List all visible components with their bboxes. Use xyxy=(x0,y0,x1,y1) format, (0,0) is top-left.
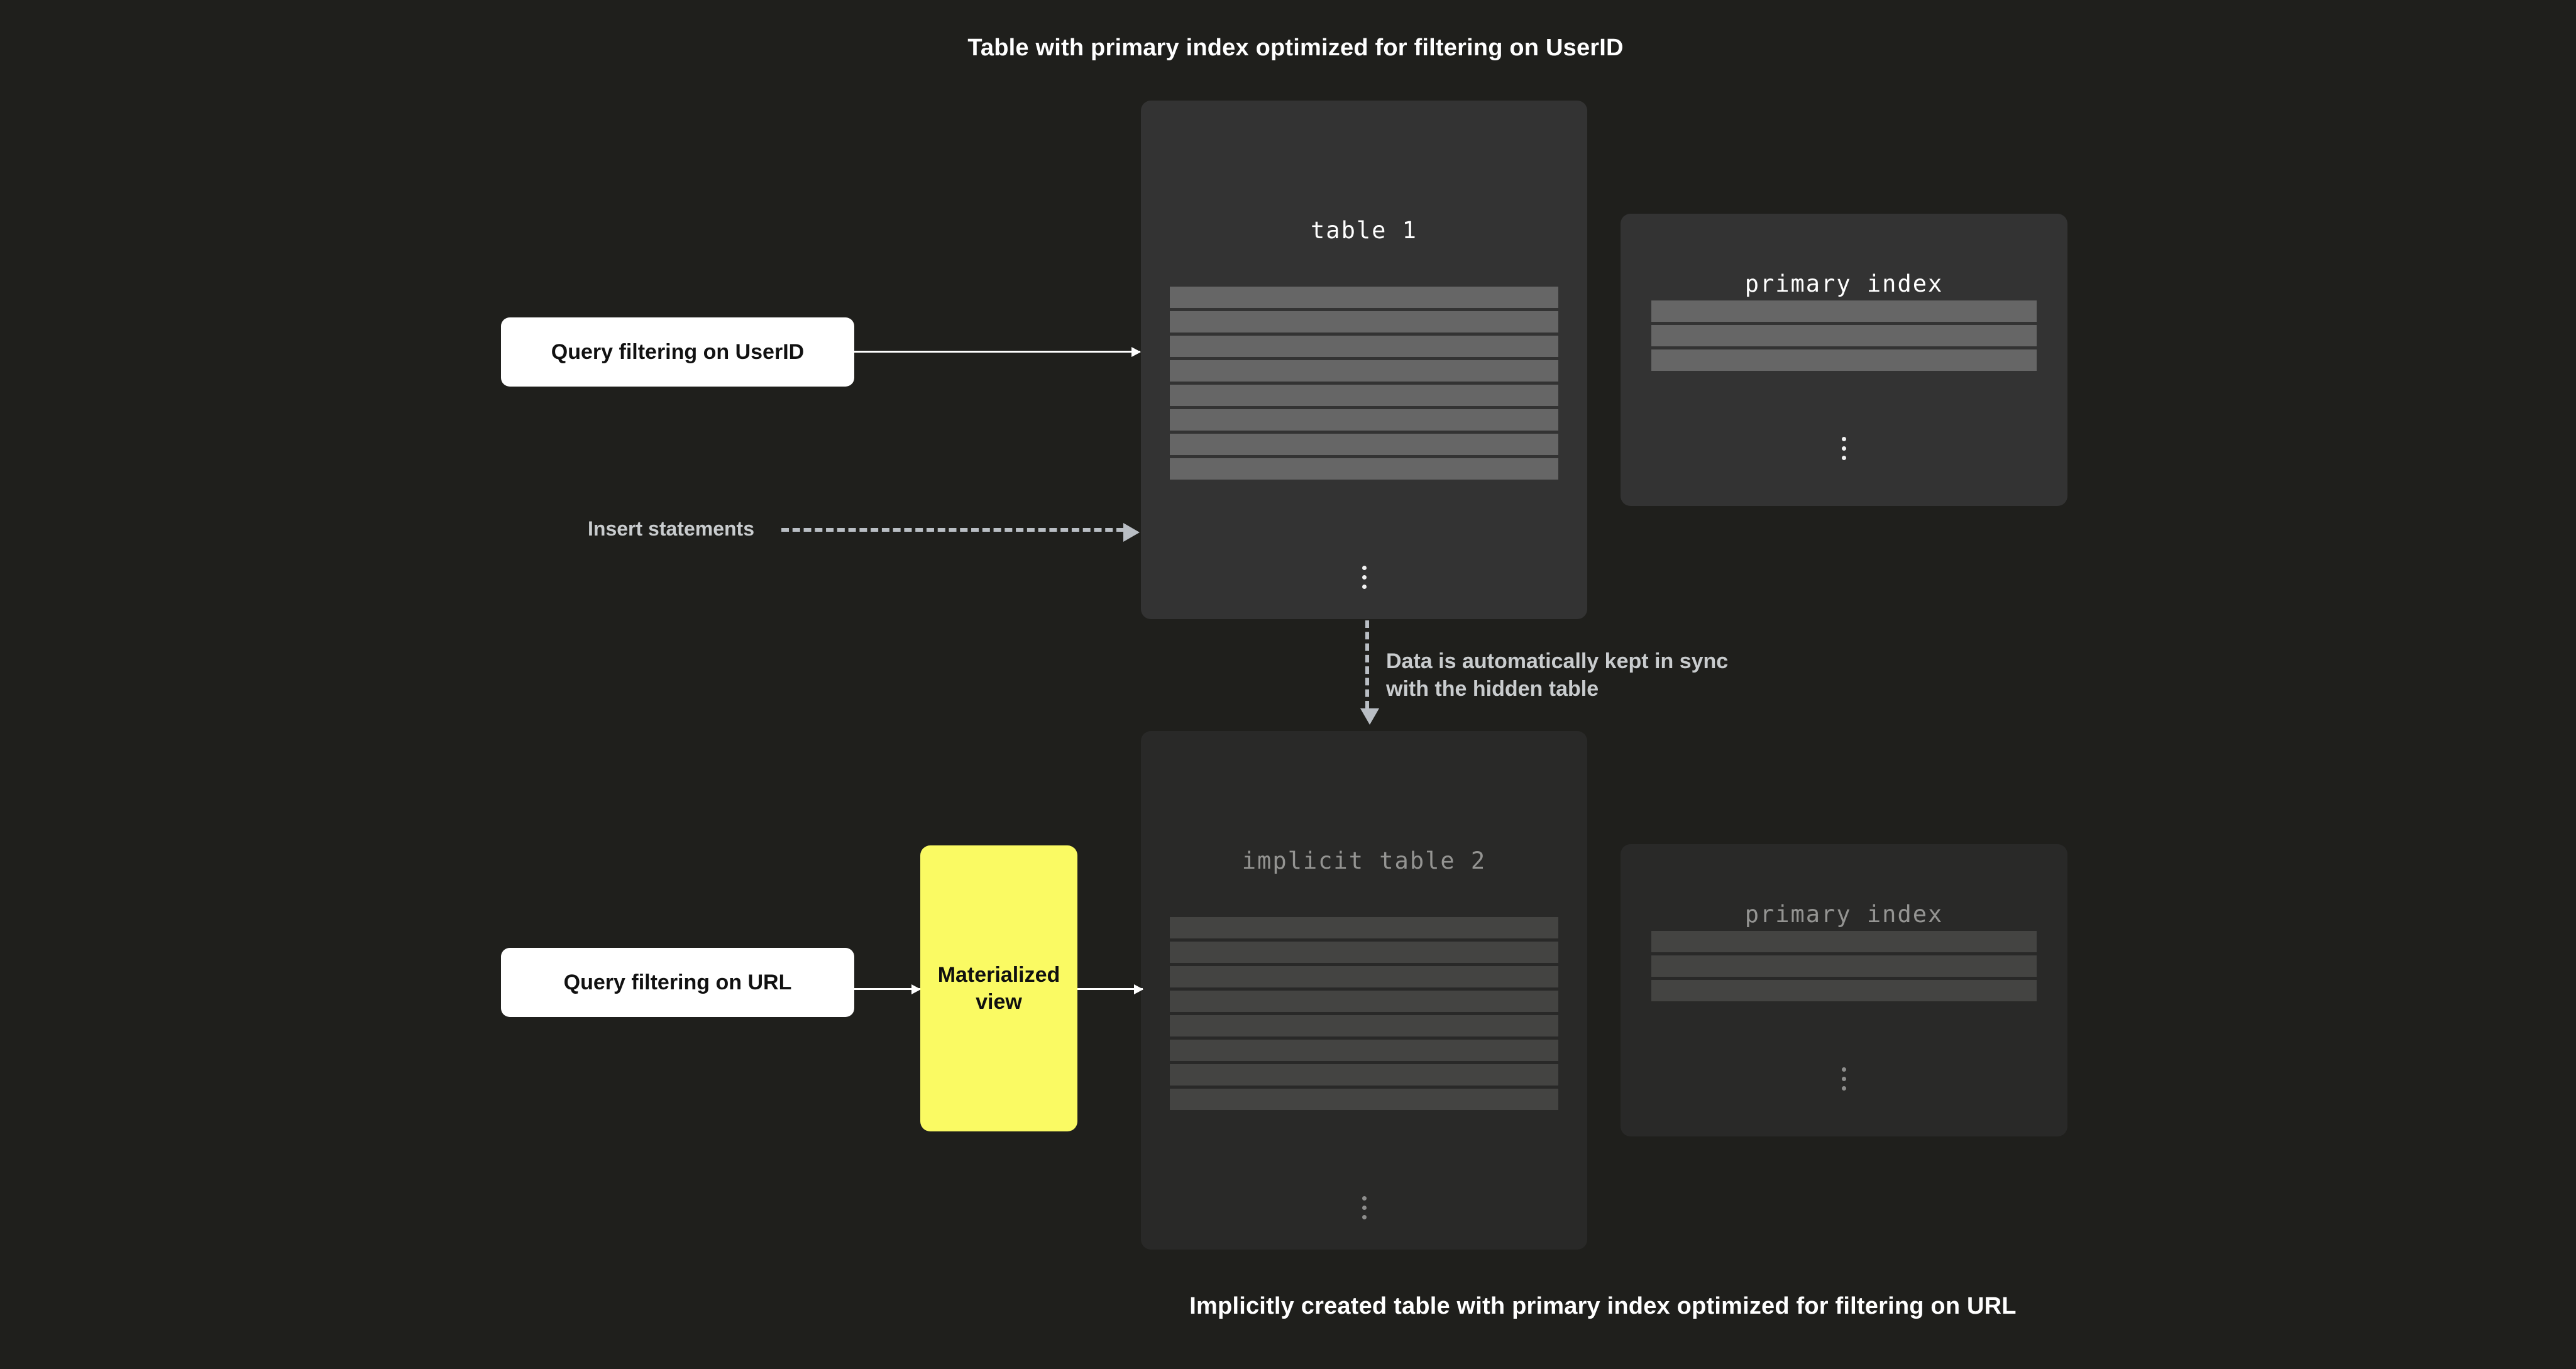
table-row xyxy=(1170,458,1558,480)
table-row xyxy=(1170,1089,1558,1110)
index-row xyxy=(1651,300,2037,322)
vertical-ellipsis-icon xyxy=(1141,566,1587,589)
table-row xyxy=(1170,917,1558,938)
table-row xyxy=(1170,336,1558,357)
table-row xyxy=(1170,360,1558,382)
table-1-card: table 1 xyxy=(1141,101,1587,619)
primary-index-top-card: primary index xyxy=(1621,214,2067,506)
table-row xyxy=(1170,311,1558,333)
vertical-ellipsis-icon xyxy=(1141,1196,1587,1219)
table-1-rows xyxy=(1141,287,1587,480)
bottom-caption: Implicitly created table with primary in… xyxy=(1189,1293,2017,1319)
query-filtering-url-box[interactable]: Query filtering on URL xyxy=(501,948,854,1017)
implicit-table-2-title: implicit table 2 xyxy=(1241,847,1487,874)
index-row xyxy=(1651,931,2037,952)
implicit-table-2-card: implicit table 2 xyxy=(1141,731,1587,1250)
table-row xyxy=(1170,1064,1558,1086)
table-row xyxy=(1170,1040,1558,1061)
arrow-insert-statements-to-table1 xyxy=(781,523,1140,542)
table-row xyxy=(1170,287,1558,308)
primary-index-top-title: primary index xyxy=(1744,270,1944,297)
query-filtering-userid-box[interactable]: Query filtering on UserID xyxy=(501,317,854,387)
implicit-table-2-rows xyxy=(1141,917,1587,1110)
table-row xyxy=(1170,991,1558,1012)
arrow-query-userid-to-table1 xyxy=(854,351,1140,353)
index-row xyxy=(1651,955,2037,977)
primary-index-bottom-rows xyxy=(1621,931,2067,1001)
top-caption: Table with primary index optimized for f… xyxy=(967,35,1624,61)
index-row xyxy=(1651,980,2037,1001)
table-row xyxy=(1170,966,1558,987)
primary-index-bottom-title: primary index xyxy=(1744,901,1944,928)
table-row xyxy=(1170,385,1558,406)
table-row xyxy=(1170,434,1558,455)
table-row xyxy=(1170,409,1558,431)
arrow-materialized-view-to-table2 xyxy=(1077,988,1143,990)
table-1-title: table 1 xyxy=(1311,217,1417,244)
table-row xyxy=(1170,942,1558,963)
primary-index-top-rows xyxy=(1621,300,2067,371)
vertical-ellipsis-icon xyxy=(1621,1067,2067,1091)
arrow-sync-table1-to-table2 xyxy=(1360,620,1379,725)
index-row xyxy=(1651,325,2037,346)
vertical-ellipsis-icon xyxy=(1621,437,2067,460)
primary-index-bottom-card: primary index xyxy=(1621,844,2067,1136)
arrow-query-url-to-materialized-view xyxy=(854,988,920,990)
materialized-view-box[interactable]: Materialized view xyxy=(920,845,1077,1131)
table-row xyxy=(1170,1015,1558,1036)
sync-note-label: Data is automatically kept in sync with … xyxy=(1386,649,1729,701)
insert-statements-label: Insert statements xyxy=(588,517,754,540)
index-row xyxy=(1651,349,2037,371)
